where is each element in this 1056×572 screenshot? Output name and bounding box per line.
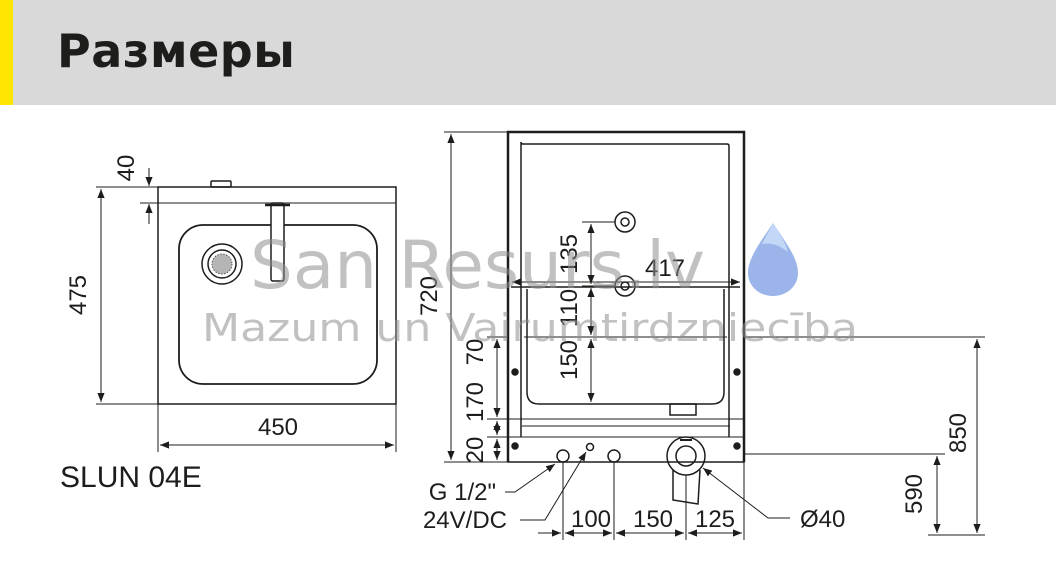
- dim-bottom-150: 150: [633, 506, 673, 533]
- dim-ledge: 40: [113, 155, 140, 182]
- dim-bottom-100: 100: [571, 506, 611, 533]
- dim-inner-width: 417: [645, 255, 685, 282]
- label-water-connection: G 1/2": [429, 479, 496, 506]
- dim-bottom-125: 125: [695, 506, 735, 533]
- dim-stack-inner-110: 110: [556, 289, 583, 327]
- model-name: SLUN 04E: [60, 461, 202, 494]
- leader-power: [520, 451, 587, 521]
- top-view: [157, 180, 397, 405]
- leader-water-connection: [505, 463, 556, 493]
- dim-total-height: 720: [416, 276, 443, 316]
- dim-depth: 475: [65, 275, 92, 315]
- top-view-button: [210, 180, 232, 188]
- front-view-inner-frame: [520, 141, 730, 437]
- dim-width: 450: [258, 414, 298, 441]
- label-power: 24V/DC: [423, 507, 507, 534]
- dim-install-850: 850: [945, 413, 972, 453]
- dim-stack-inner-150: 150: [556, 340, 583, 380]
- leader-drain: [702, 467, 790, 519]
- front-view-basin: [511, 286, 740, 405]
- top-view-spout: [270, 202, 285, 282]
- watermark-tagline: Mazum un Vairumtirdzniecība: [202, 306, 858, 350]
- dim-stack-left-170: 170: [462, 382, 489, 422]
- header-accent-bar: [0, 0, 13, 105]
- water-drop-icon: [748, 223, 798, 296]
- dim-stack-left-20: 20: [462, 437, 489, 464]
- page-title: Размеры: [57, 24, 296, 78]
- power-inlet-icon: [585, 442, 595, 452]
- front-view-drain-neck: [669, 403, 697, 416]
- label-drain: Ø40: [800, 506, 845, 533]
- watermark: San Resurs.lv Mazum un Vairumtirdzniecīb…: [202, 223, 858, 350]
- top-view-outline: [157, 186, 397, 405]
- dim-stack-inner-135: 135: [556, 234, 583, 274]
- dim-install-590: 590: [901, 474, 928, 514]
- watermark-brand: San Resurs.lv: [250, 227, 705, 304]
- dim-stack-left-70: 70: [462, 339, 489, 366]
- water-inlet-icon: [556, 449, 570, 463]
- drain-strainer-icon: [201, 243, 243, 285]
- header-bar: [0, 0, 1056, 105]
